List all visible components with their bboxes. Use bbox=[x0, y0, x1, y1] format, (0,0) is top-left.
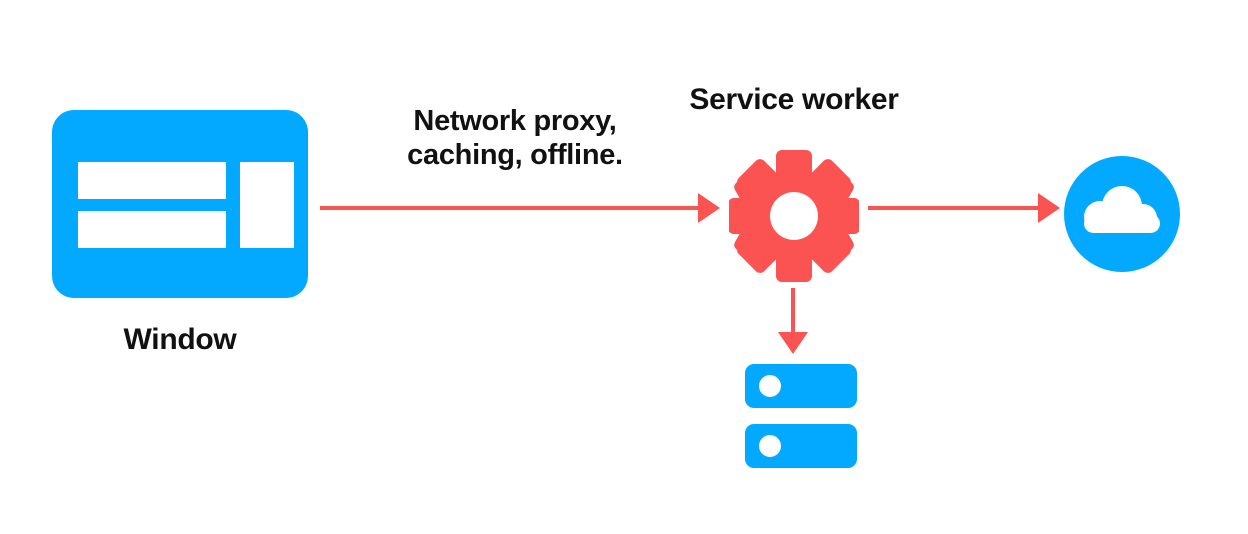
cloud-node bbox=[1064, 156, 1180, 272]
service-worker-node bbox=[724, 148, 864, 282]
service-worker-label: Service worker bbox=[689, 83, 899, 116]
database-icon-indicator-bottom bbox=[759, 435, 781, 457]
database-icon-bar-bottom bbox=[745, 424, 857, 468]
window-icon-right-column bbox=[240, 162, 294, 248]
arrow-service-worker-to-cloud bbox=[868, 206, 1040, 210]
window-icon-panel-side bbox=[240, 162, 294, 248]
window-label: Window bbox=[123, 323, 237, 356]
window-icon-left-column bbox=[78, 162, 226, 248]
gear-icon bbox=[724, 150, 864, 282]
cloud-icon bbox=[1084, 186, 1160, 233]
network-proxy-label: Network proxy, caching, offline. bbox=[407, 105, 623, 172]
window-icon-panel-bottom bbox=[78, 211, 226, 248]
arrow-service-worker-to-cache bbox=[791, 288, 795, 334]
window-node bbox=[52, 110, 308, 298]
database-icon-bar-top bbox=[745, 364, 857, 408]
arrow-window-to-service-worker bbox=[320, 206, 700, 210]
cloud-circle-background bbox=[1064, 156, 1180, 272]
database-icon-indicator-top bbox=[759, 375, 781, 397]
window-icon-panel-top bbox=[78, 162, 226, 199]
window-icon bbox=[52, 110, 308, 298]
cache-node bbox=[745, 364, 857, 468]
